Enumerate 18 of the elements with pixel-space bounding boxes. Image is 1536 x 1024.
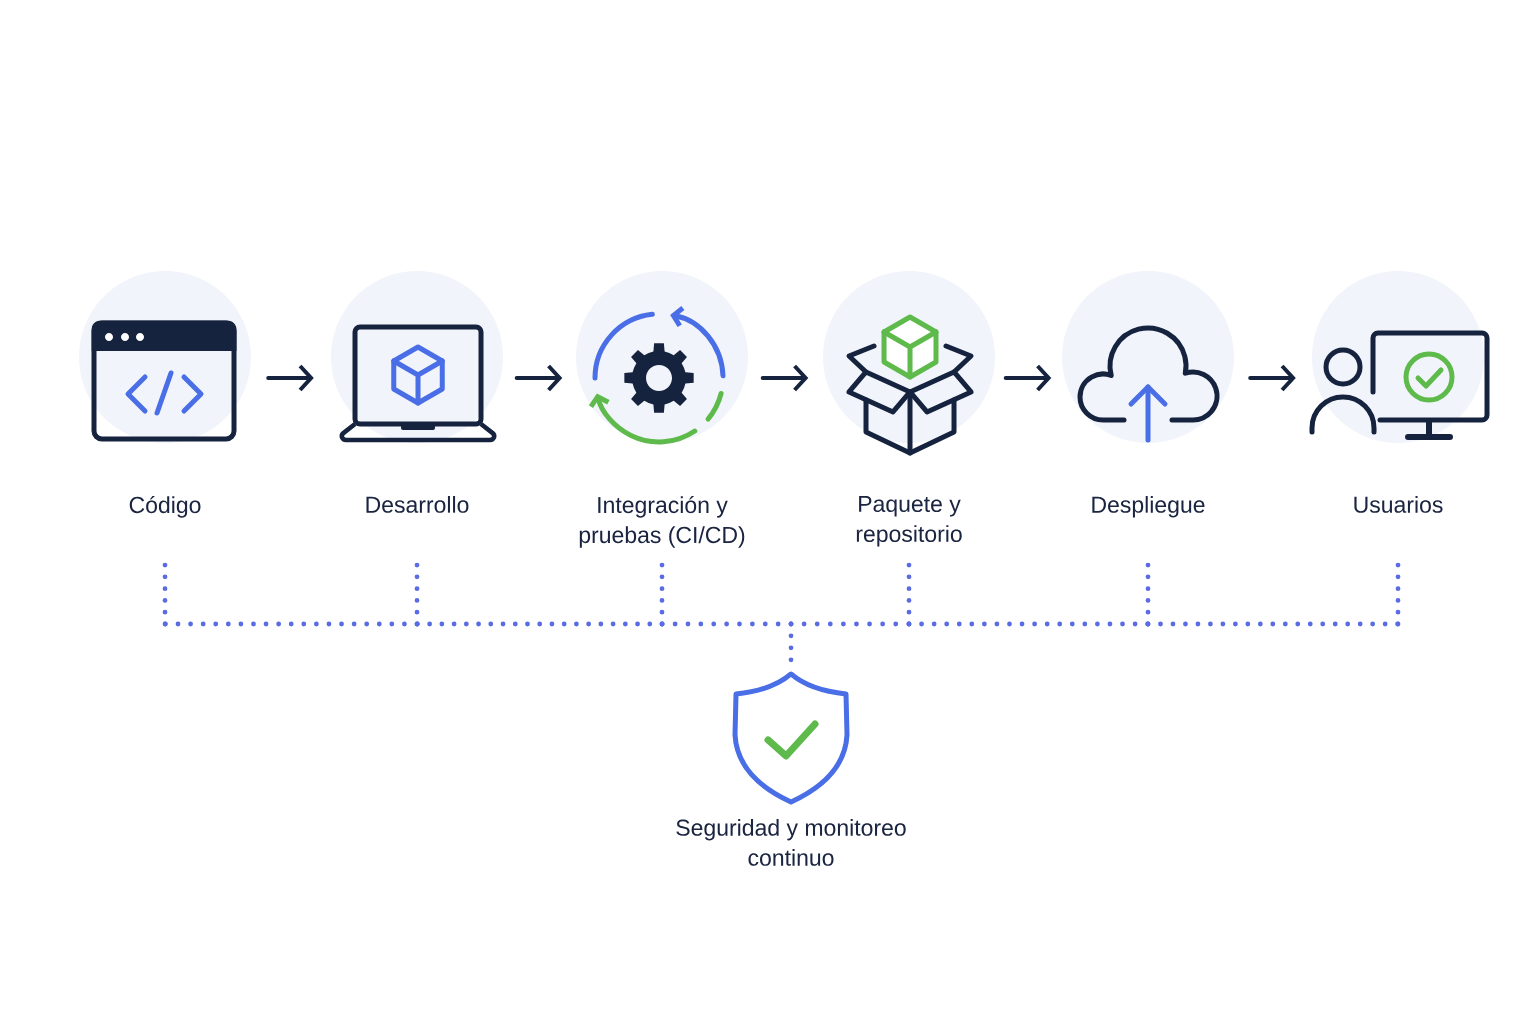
arrow xyxy=(1003,364,1052,392)
node-label: Usuarios xyxy=(1354,496,1443,513)
node-label: Paquete y repositorio xyxy=(856,496,962,547)
dotted-line xyxy=(162,562,168,627)
dotted-line xyxy=(1145,562,1151,627)
node-label: Desarrollo xyxy=(366,496,469,513)
node-label: Despliegue xyxy=(1092,496,1205,518)
dotted-line xyxy=(414,562,420,627)
arrow xyxy=(760,364,809,392)
node-label: Código xyxy=(129,496,201,518)
dotted-line xyxy=(659,562,665,627)
arrow xyxy=(514,364,563,392)
node-label: Seguridad y monitoreo continuo xyxy=(676,819,906,866)
arrow xyxy=(1248,364,1296,392)
dotted-line xyxy=(906,562,912,627)
node-label: Integración y pruebas (CI/CD) xyxy=(579,496,745,548)
dotted-line xyxy=(1395,562,1401,627)
arrow xyxy=(266,364,314,392)
